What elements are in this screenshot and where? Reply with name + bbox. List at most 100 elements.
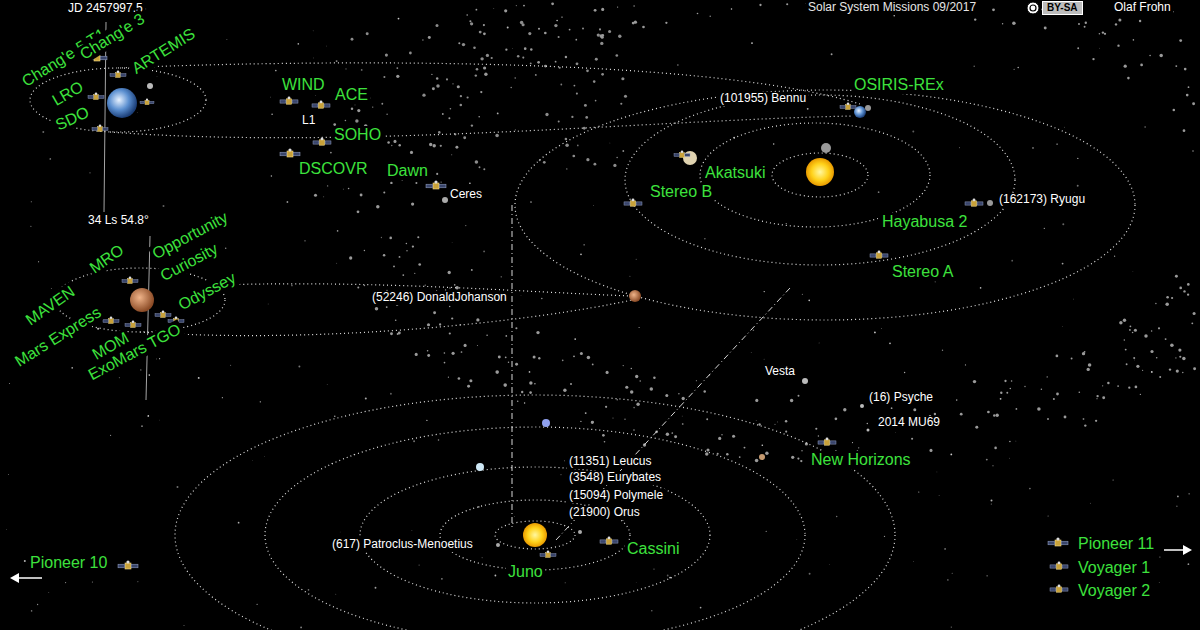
uranus: [476, 463, 484, 471]
star: [755, 420, 757, 422]
star: [938, 495, 940, 497]
star: [1158, 582, 1160, 584]
escape-arrows: [10, 545, 1192, 583]
star: [562, 359, 564, 361]
asteroid: [1056, 393, 1059, 396]
star: [573, 85, 575, 87]
asteroid: [650, 387, 654, 391]
star: [149, 374, 151, 376]
star: [327, 185, 328, 186]
asteroid: [442, 113, 444, 115]
star: [414, 273, 415, 274]
asteroid: [575, 39, 577, 41]
star: [24, 560, 26, 562]
asteroid: [580, 421, 581, 422]
star: [298, 366, 300, 368]
asteroid: [994, 447, 997, 450]
star: [1077, 158, 1078, 159]
asteroid: [517, 55, 520, 58]
asteroid: [1088, 363, 1092, 367]
object-label: (3548) Eurybates: [567, 471, 663, 485]
star: [51, 288, 52, 289]
asteroid: [471, 124, 473, 126]
star: [8, 474, 9, 475]
asteroid: [601, 36, 604, 39]
asteroid: [580, 352, 583, 355]
star: [71, 367, 73, 369]
asteroid: [600, 42, 603, 45]
asteroid: [665, 394, 668, 397]
asteroid: [396, 67, 398, 69]
asteroid: [975, 426, 978, 429]
asteroid: [314, 194, 317, 197]
asteroid: [475, 74, 477, 76]
star: [696, 380, 697, 381]
star: [471, 269, 473, 271]
map-title: Solar System Missions 09/2017: [806, 1, 978, 15]
earth: [107, 88, 137, 118]
star: [1000, 398, 1002, 400]
asteroid: [475, 160, 479, 164]
asteroid: [457, 85, 460, 88]
license-icon: [1027, 2, 1039, 14]
star: [1029, 488, 1031, 490]
asteroid: [538, 28, 540, 30]
asteroid: [665, 22, 667, 24]
star: [156, 358, 158, 360]
star: [361, 69, 363, 71]
asteroid: [576, 62, 579, 65]
asteroid: [1064, 416, 1067, 419]
asteroid: [559, 67, 561, 69]
star: [1062, 263, 1064, 265]
star: [156, 76, 158, 78]
asteroid: [584, 104, 587, 107]
star: [271, 175, 272, 176]
star: [893, 15, 895, 17]
asteroid: [633, 5, 634, 6]
star: [345, 68, 346, 69]
asteroid: [593, 163, 596, 166]
asteroid: [1159, 376, 1161, 378]
asteroid: [432, 87, 435, 90]
star: [304, 240, 305, 241]
asteroid: [624, 419, 625, 420]
asteroid: [534, 383, 536, 385]
asteroid: [389, 237, 392, 240]
mission-label: OSIRIS-REx: [852, 76, 946, 94]
asteroid: [448, 117, 450, 119]
asteroid: [1158, 327, 1160, 329]
asteroid: [1183, 290, 1185, 292]
star: [342, 188, 344, 190]
asteroid: [449, 332, 451, 334]
asteroid: [399, 256, 401, 258]
asteroid: [1178, 349, 1181, 352]
star: [198, 377, 200, 379]
asteroid: [1071, 358, 1073, 360]
star: [315, 95, 317, 97]
asteroid: [1176, 370, 1179, 373]
asteroid: [505, 335, 507, 337]
vesta: [802, 378, 808, 384]
asteroid: [1078, 23, 1080, 25]
star: [831, 53, 833, 55]
trojan: [496, 543, 500, 547]
asteroid: [987, 411, 990, 414]
star: [141, 425, 143, 427]
asteroid: [1084, 424, 1086, 426]
asteroid: [521, 391, 523, 393]
asteroid: [1133, 357, 1135, 359]
asteroid: [815, 428, 817, 430]
object-label: Ceres: [448, 188, 484, 202]
asteroid: [381, 103, 383, 105]
mars: [130, 288, 154, 312]
asteroid: [1128, 387, 1130, 389]
star: [267, 303, 269, 305]
asteroid: [452, 83, 453, 84]
star: [750, 352, 752, 354]
star: [226, 39, 228, 41]
star: [904, 372, 905, 373]
asteroid: [480, 91, 482, 93]
asteroid: [1123, 319, 1126, 322]
sun: [523, 523, 547, 547]
asteroid: [436, 24, 439, 27]
